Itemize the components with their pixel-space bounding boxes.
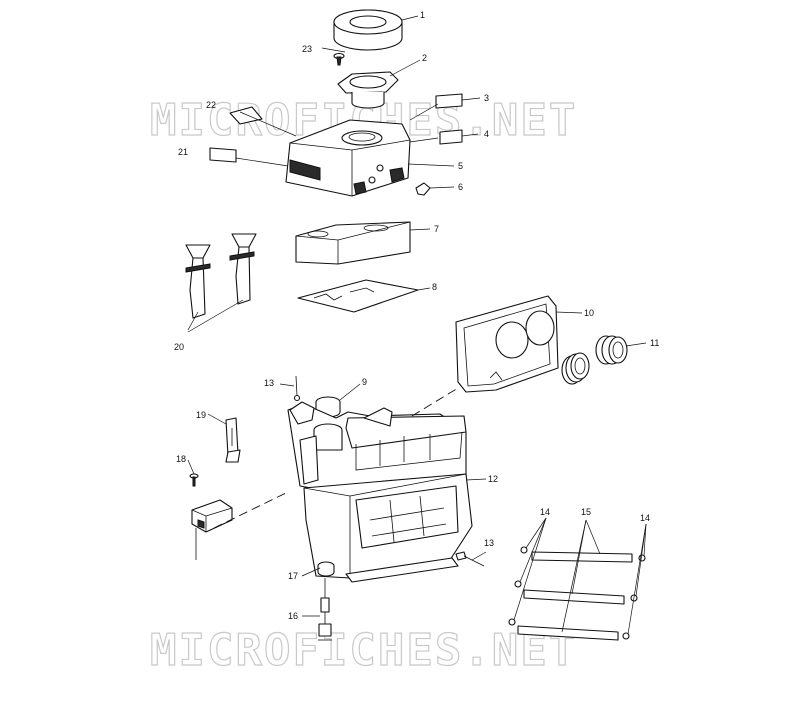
- callout-19: 19: [196, 410, 206, 420]
- callout-13-upper: 13: [264, 378, 274, 388]
- callout-1: 1: [420, 10, 425, 20]
- part-13-lower-bolt: [455, 551, 485, 567]
- callout-20: 20: [174, 342, 184, 352]
- part-10-flange-plate: [455, 295, 559, 393]
- part-20-drain-tubes: [185, 233, 257, 319]
- part-17-grommet: [317, 561, 335, 577]
- callout-9: 9: [362, 377, 367, 387]
- part-18-screw: [189, 473, 199, 487]
- callout-18: 18: [176, 454, 186, 464]
- callout-6: 6: [458, 182, 463, 192]
- part-2-adapter: [337, 71, 399, 109]
- callout-8: 8: [432, 282, 437, 292]
- part-12-airbox-body: [287, 401, 473, 583]
- callout-22: 22: [206, 100, 216, 110]
- callout-3: 3: [484, 93, 489, 103]
- part-6-clip: [415, 182, 431, 196]
- part-11-couplers: [561, 335, 628, 385]
- part-8-gasket: [297, 279, 419, 313]
- callout-2: 2: [422, 53, 427, 63]
- callout-17: 17: [288, 571, 298, 581]
- part-21-decal: [209, 147, 237, 163]
- part-22-decal: [229, 106, 263, 125]
- part-5-airbox-cover: [285, 119, 411, 197]
- callout-21: 21: [178, 147, 188, 157]
- callout-11: 11: [650, 338, 659, 348]
- callout-15: 15: [581, 507, 591, 517]
- part-15-rods: [517, 551, 633, 641]
- part-16-drain-valve: [318, 578, 332, 641]
- part-1-intake-boot: [333, 9, 403, 51]
- callout-16: 16: [288, 611, 298, 621]
- watermark-bottom: MICROFICHES.NET: [150, 625, 577, 676]
- callout-5: 5: [458, 161, 463, 171]
- callout-10: 10: [584, 308, 594, 318]
- leader-lines: [187, 15, 647, 635]
- part-4-decal: [439, 129, 463, 145]
- callout-12: 12: [488, 474, 498, 484]
- part-23-screw: [333, 52, 345, 66]
- callout-14-right: 14: [640, 513, 650, 523]
- callout-23: 23: [302, 44, 312, 54]
- control-module: [191, 499, 233, 560]
- callout-7: 7: [434, 224, 439, 234]
- part-13-upper-bolt: [293, 375, 301, 402]
- part-3-decal: [435, 93, 463, 109]
- part-19-bracket: [225, 417, 241, 463]
- callout-13-lower: 13: [484, 538, 494, 548]
- callout-4: 4: [484, 129, 489, 139]
- assembly-line-flange: [411, 387, 459, 417]
- part-7-foam-filter: [295, 221, 411, 265]
- callout-14-left: 14: [540, 507, 550, 517]
